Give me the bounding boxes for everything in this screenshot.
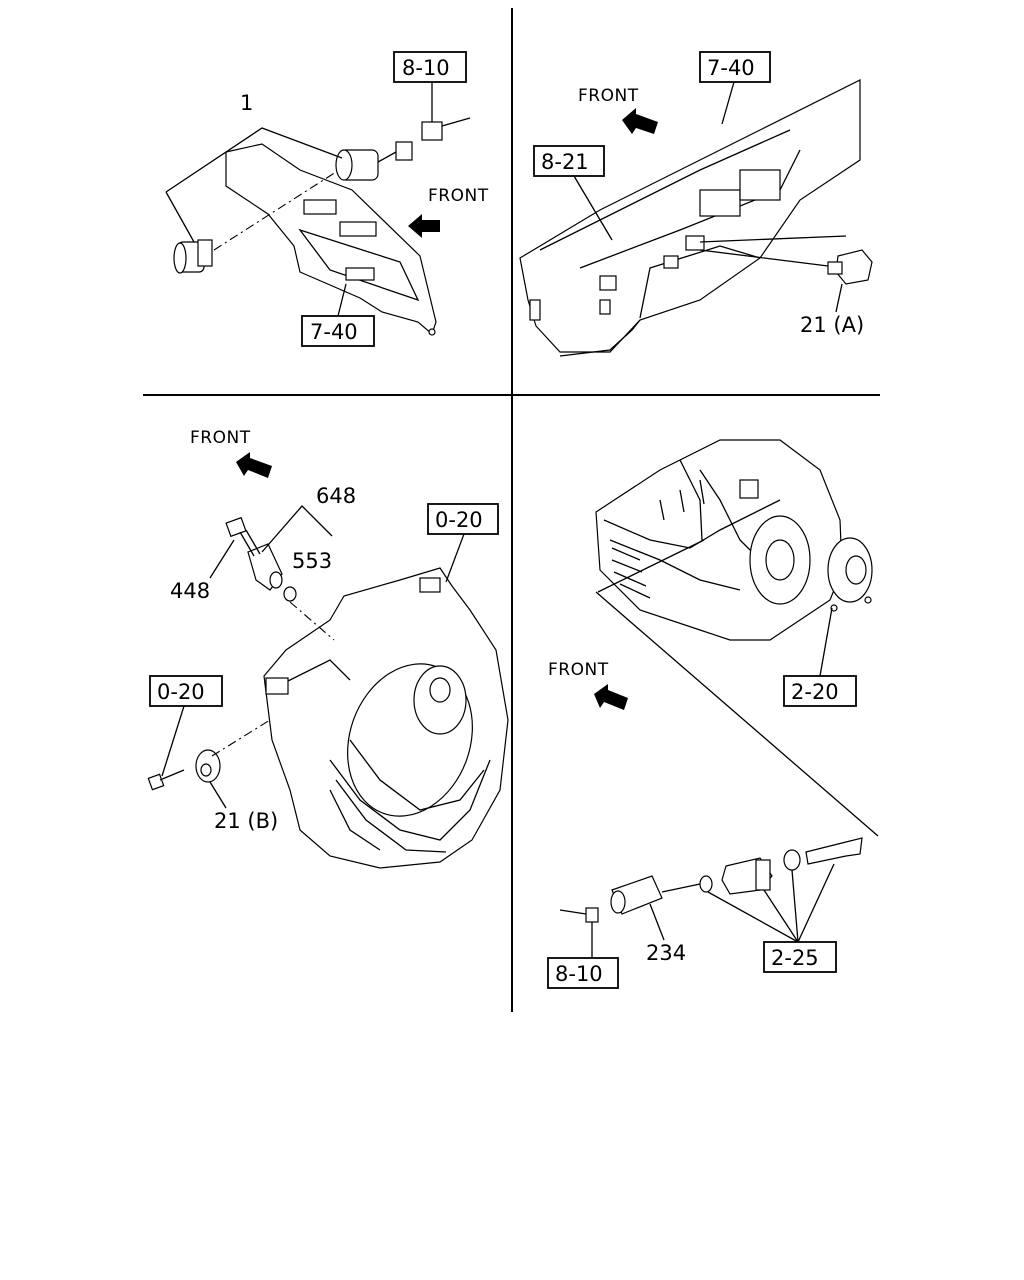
- ref-transmission: 2-20: [791, 680, 839, 704]
- front-label: FRONT: [578, 86, 639, 106]
- switch-body: [335, 141, 413, 181]
- ref-box-cab: [699, 51, 771, 83]
- callout-sensor-21b: 21 (B): [214, 809, 278, 833]
- trim-panel: [225, 143, 437, 336]
- front-arrow-icon: [236, 452, 272, 478]
- callout-sensor-648: 648: [316, 484, 356, 508]
- ref-harness: 8-10: [555, 962, 603, 986]
- sensor-648: [247, 543, 283, 591]
- callout-switch-21a: 21 (A): [800, 313, 864, 337]
- transmission-ribs: [611, 479, 705, 599]
- ref-flywheel-housing: 0-20: [435, 508, 483, 532]
- quadrant-bottom-right: 234 2-20 2-25 8-10 FRONT: [547, 439, 879, 989]
- ref-box-panel: [301, 315, 375, 347]
- switch-knob: [173, 239, 213, 274]
- front-arrow-icon: [622, 108, 658, 134]
- front-label: FRONT: [190, 428, 251, 448]
- ref-meter: 8-21: [541, 150, 589, 174]
- ref-bolt-ref: 0-20: [157, 680, 205, 704]
- honeycomb-ribs: [329, 739, 491, 853]
- front-arrow-icon: [594, 684, 628, 710]
- quadrant-top-left: 1 8-10 7-40 FRONT: [165, 51, 489, 347]
- front-arrow-icon: [408, 214, 440, 238]
- callout-switch-assy: 1: [240, 91, 253, 115]
- ref-box-bolt-ref: [149, 675, 223, 707]
- ref-box-meter: [533, 145, 605, 177]
- ref-speedo-parts: 2-25: [771, 946, 819, 970]
- ref-harness: 8-10: [402, 56, 450, 80]
- callout-speed-sensor-234: 234: [646, 941, 686, 965]
- sensor-21b: [195, 749, 221, 783]
- harness-plug: [585, 907, 599, 923]
- callout-bolt-448: 448: [170, 579, 210, 603]
- speedo-parts: [699, 837, 863, 895]
- quadrant-bottom-left: 648 553 448 21 (B) 0-20 0-20 FRONT: [147, 428, 509, 869]
- ref-cab: 7-40: [707, 56, 755, 80]
- instrument-panel: [519, 79, 861, 353]
- ref-panel: 7-40: [310, 320, 358, 344]
- bolt-0-20: [147, 769, 185, 791]
- ref-box-transmission: [783, 675, 857, 707]
- ref-box-harness: [393, 51, 467, 83]
- quadrant-top-right: 21 (A) 7-40 8-21 FRONT: [519, 51, 873, 357]
- callout-oring-553: 553: [292, 549, 332, 573]
- front-label: FRONT: [428, 186, 489, 206]
- oring-553: [283, 586, 297, 602]
- switch-21a: [827, 249, 873, 285]
- harness-connector: [421, 121, 443, 141]
- ref-box-flywheel-housing: [427, 503, 499, 535]
- ref-box-speedo-parts: [763, 941, 837, 973]
- ref-box-harness: [547, 957, 619, 989]
- front-label: FRONT: [548, 660, 609, 680]
- bolt-448: [225, 516, 261, 557]
- speed-sensor-234: [610, 875, 701, 915]
